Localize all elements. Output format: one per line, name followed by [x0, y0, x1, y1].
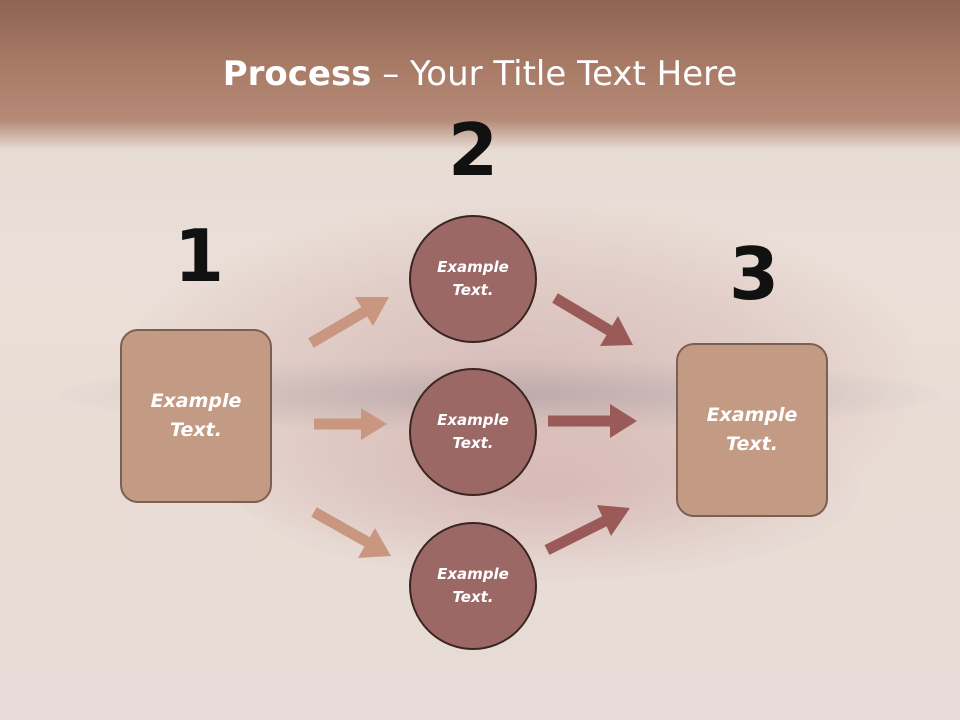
arrow-left-down: [311, 507, 391, 558]
step-1-text: Example Text.: [136, 387, 256, 445]
circle-top-text: Example Text.: [423, 256, 523, 302]
circle-middle: Example Text.: [409, 368, 537, 496]
step-3-text-line1: Example: [706, 404, 798, 426]
step-1-text-line1: Example: [150, 390, 242, 412]
circle-middle-text: Example Text.: [423, 409, 523, 455]
title-bold: Process: [222, 54, 372, 94]
step-3-text: Example Text.: [692, 401, 812, 459]
circle-bottom-text: Example Text.: [423, 563, 523, 609]
circle-bottom-text-line1: Example: [437, 565, 509, 583]
slide-title: Process – Your Title Text Here: [0, 52, 960, 96]
step-number-3: 3: [728, 232, 780, 316]
title-rest: – Your Title Text Here: [371, 54, 738, 94]
arrow-right-up: [544, 505, 630, 555]
step-1-box: Example Text.: [120, 329, 272, 503]
circle-top-text-line1: Example: [437, 258, 509, 276]
step-number-1: 1: [173, 214, 225, 298]
arrow-left-middle: [314, 408, 387, 440]
step-1-text-line2: Text.: [170, 419, 222, 441]
circle-top-text-line2: Text.: [452, 281, 494, 299]
step-3-text-line2: Text.: [726, 433, 778, 455]
circle-bottom-text-line2: Text.: [452, 588, 494, 606]
header-band: [0, 0, 960, 150]
arrow-right-middle: [548, 404, 637, 438]
circle-bottom: Example Text.: [409, 522, 537, 650]
arrow-right-down: [552, 293, 633, 346]
step-3-box: Example Text.: [676, 343, 828, 517]
circle-middle-text-line2: Text.: [452, 434, 494, 452]
arrow-left-up: [308, 297, 389, 348]
step-number-2: 2: [447, 108, 499, 192]
circle-top: Example Text.: [409, 215, 537, 343]
circle-middle-text-line1: Example: [437, 411, 509, 429]
